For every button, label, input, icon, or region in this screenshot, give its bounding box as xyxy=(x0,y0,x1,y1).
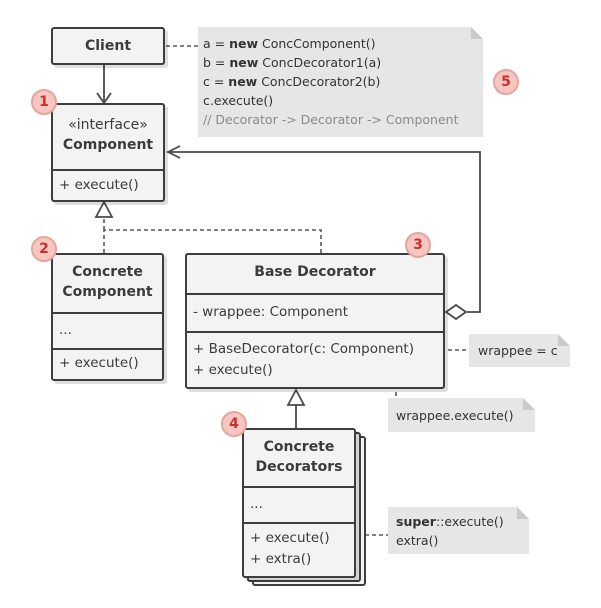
base-decorator-constructor: + BaseDecorator(c: Component) xyxy=(193,341,414,357)
note-fold-corner xyxy=(471,27,483,39)
client-code-line-1: a = new ConcComponent() xyxy=(203,36,376,51)
wrappee-assign-note: wrappee = c xyxy=(469,334,570,367)
concrete-decorators-methods: + execute() + extra() xyxy=(244,522,354,576)
component-execute-method: + execute() xyxy=(59,177,139,193)
super-execute-note: super::execute() extra() xyxy=(388,507,529,554)
concrete-component-header: Concrete Component xyxy=(53,255,162,312)
base-decorator-header: Base Decorator xyxy=(187,255,443,293)
concrete-decorators-title-line1: Concrete xyxy=(263,439,335,455)
concrete-component-box: Concrete Component ... + execute() xyxy=(51,253,164,381)
concrete-component-methods: + execute() xyxy=(53,348,162,379)
note-fold-corner xyxy=(558,334,570,346)
base-decorator-execute-method: + execute() xyxy=(193,362,273,378)
concrete-component-fields: ... xyxy=(53,312,162,348)
client-box: Client xyxy=(51,27,165,65)
concrete-component-execute-method: + execute() xyxy=(59,355,139,371)
wrappee-field: - wrappee: Component xyxy=(193,304,348,320)
step-badge-5: 5 xyxy=(493,69,519,95)
base-decorator-fields: - wrappee: Component xyxy=(187,293,443,331)
step-badge-3: 3 xyxy=(405,232,431,258)
concrete-decorators-execute-method: + execute() xyxy=(250,530,330,546)
base-decorator-title: Base Decorator xyxy=(254,264,376,280)
component-header: «interface» Component xyxy=(53,105,163,169)
base-decorator-box: Base Decorator - wrappee: Component + Ba… xyxy=(185,253,445,389)
wrappee-execute-text: wrappee.execute() xyxy=(396,408,514,423)
super-execute-line: super::execute() xyxy=(396,514,504,529)
concrete-component-title-line1: Concrete xyxy=(72,264,143,280)
realization-dashed-line xyxy=(103,229,322,253)
inheritance-triangle xyxy=(286,388,306,406)
component-title: Component xyxy=(62,137,154,153)
super-extra-line: extra() xyxy=(396,533,439,548)
base-decorator-methods: + BaseDecorator(c: Component) + execute(… xyxy=(187,331,443,387)
aggregation-line xyxy=(165,145,481,313)
concrete-component-fields-ellipsis: ... xyxy=(59,322,72,338)
wrappee-assign-text: wrappee = c xyxy=(478,343,558,358)
concrete-decorators-box: Concrete Decorators ... + execute() + ex… xyxy=(242,428,356,578)
realization-triangle xyxy=(94,200,114,218)
concrete-decorators-title-line2: Decorators xyxy=(255,459,343,475)
concrete-decorators-extra-method: + extra() xyxy=(250,551,312,567)
client-code-comment: // Decorator -> Decorator -> Component xyxy=(203,112,459,127)
concrete-decorators-fields-ellipsis: ... xyxy=(250,496,263,512)
note-fold-corner xyxy=(523,398,535,410)
step-badge-1: 1 xyxy=(31,89,57,115)
client-code-line-4: c.execute() xyxy=(203,93,274,108)
note-fold-corner xyxy=(517,507,529,519)
concrete-component-title-line2: Component xyxy=(62,284,153,300)
client-code-line-3: c = new ConcDecorator2(b) xyxy=(203,74,381,89)
interface-stereotype: «interface» xyxy=(68,117,148,133)
wrappee-execute-note: wrappee.execute() xyxy=(388,398,535,432)
component-interface-box: «interface» Component + execute() xyxy=(51,103,165,202)
component-methods: + execute() xyxy=(53,169,163,200)
client-title: Client xyxy=(84,38,132,54)
concrete-decorators-fields: ... xyxy=(244,486,354,522)
client-dependency-arrow xyxy=(96,65,112,105)
aggregation-diamond xyxy=(444,303,468,321)
step-badge-2: 2 xyxy=(31,236,57,262)
concrete-decorators-header: Concrete Decorators xyxy=(244,430,354,486)
client-code-line-2: b = new ConcDecorator1(a) xyxy=(203,55,382,70)
client-code-note: a = new ConcComponent() b = new ConcDeco… xyxy=(198,27,483,137)
step-badge-4: 4 xyxy=(221,411,247,437)
